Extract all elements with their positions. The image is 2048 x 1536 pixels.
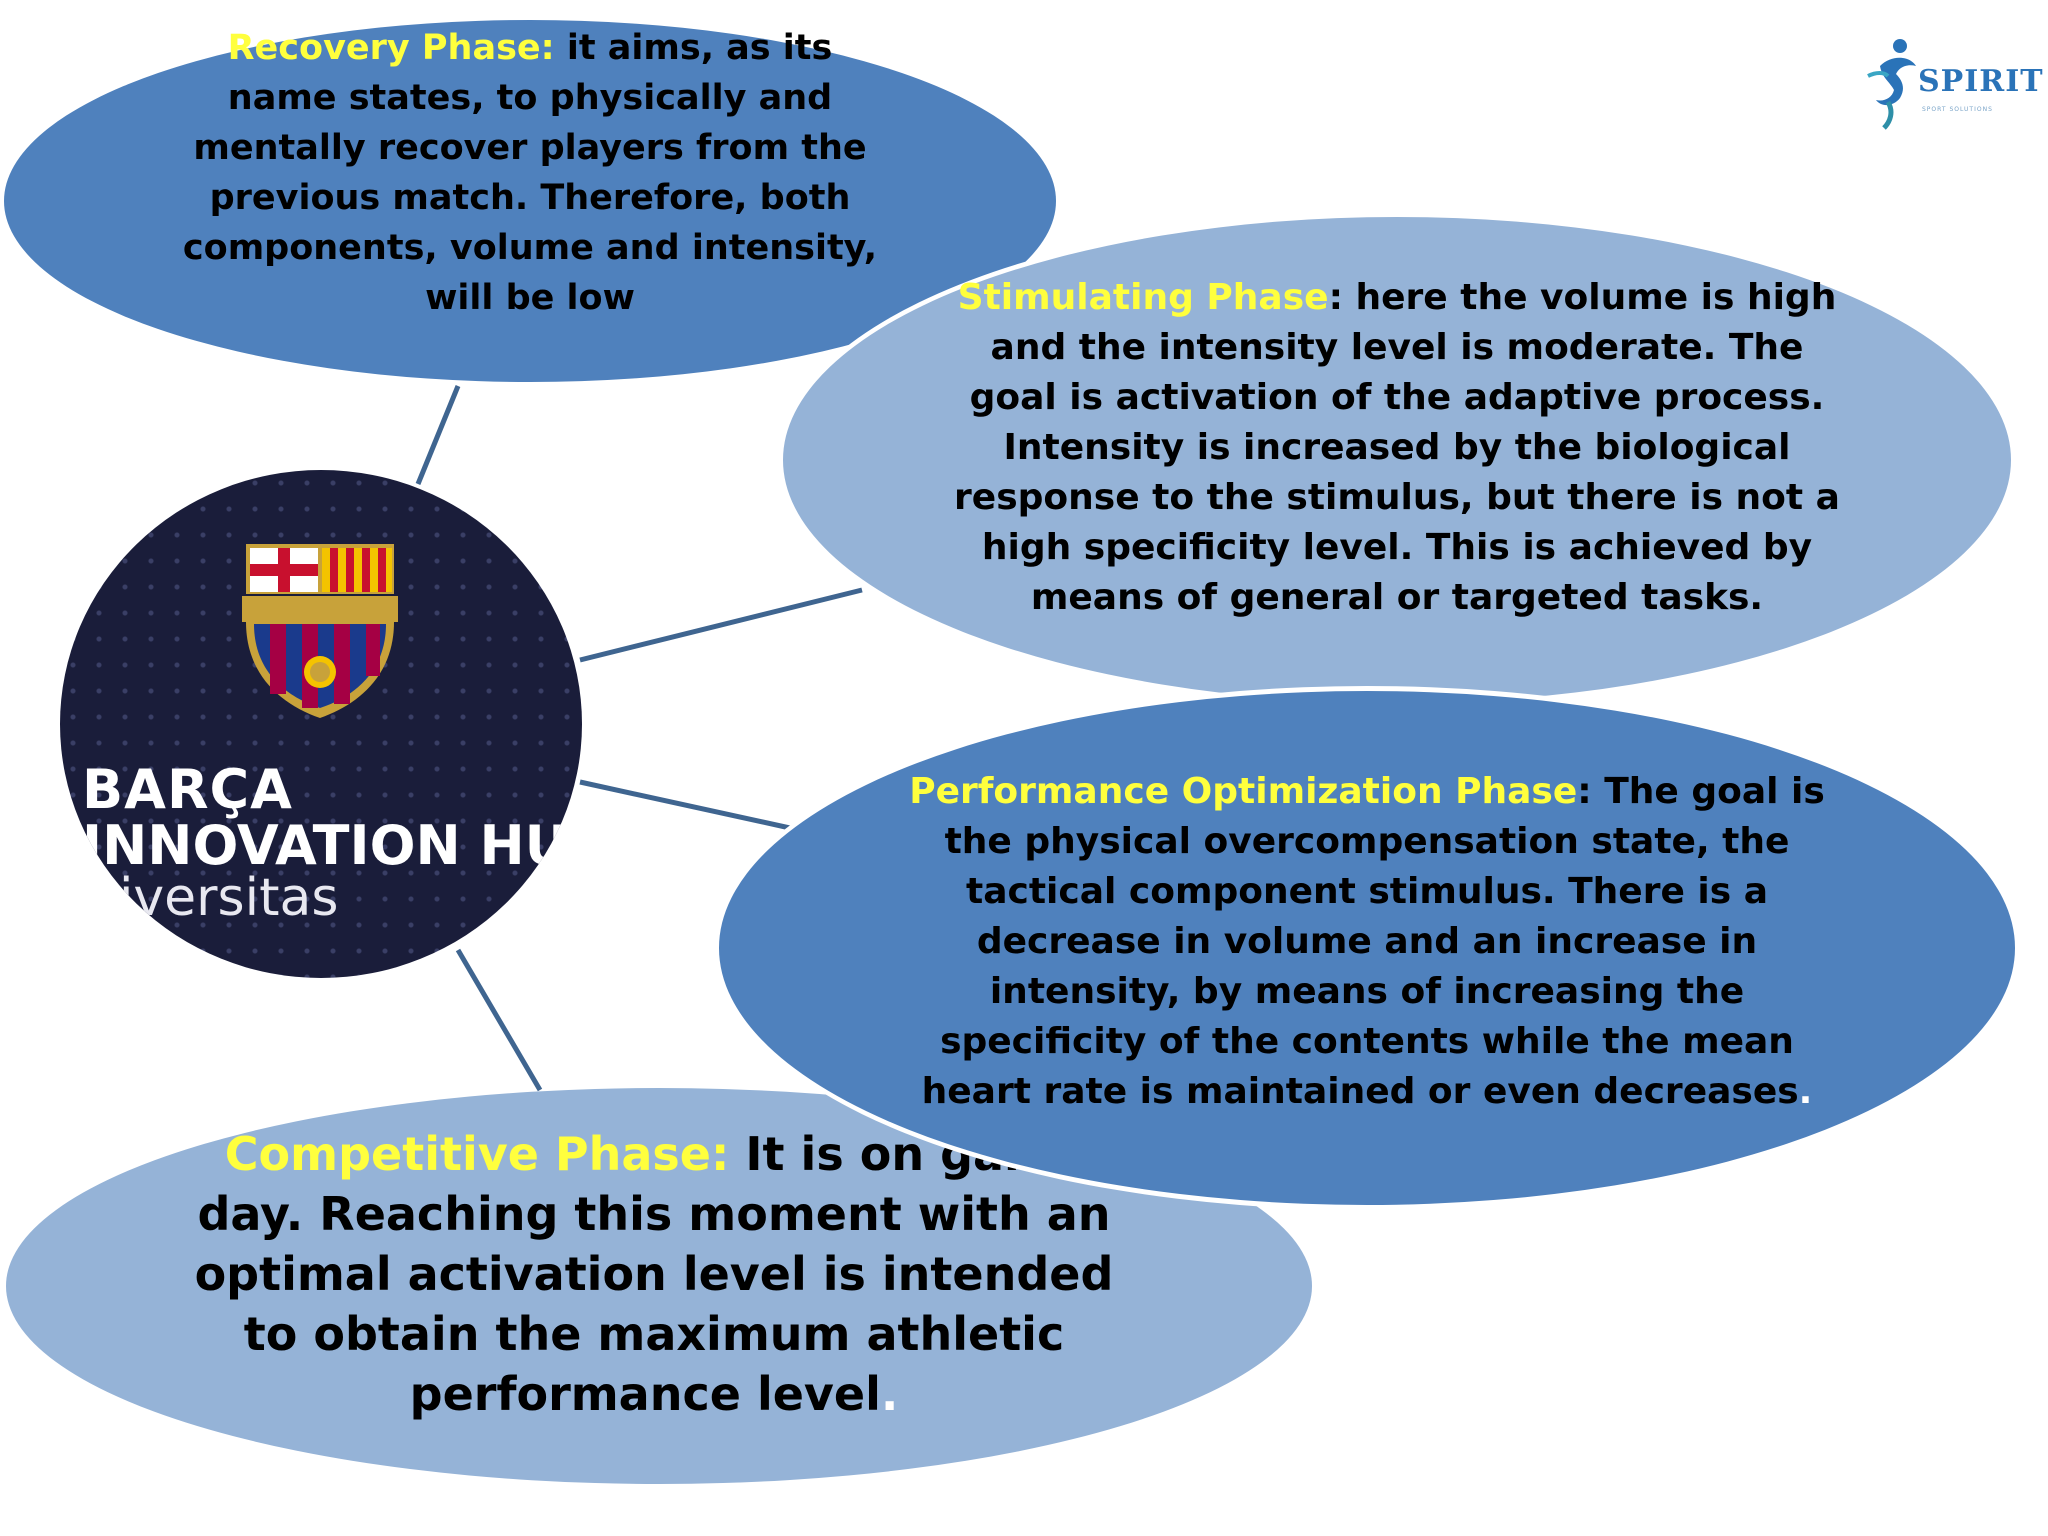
recovery-phase-title: Recovery Phase: xyxy=(227,28,555,68)
performance-phase-text: Performance Optimization Phase: The goal… xyxy=(902,767,1832,1117)
connector-performance xyxy=(579,779,791,831)
hub-name-line1: BARÇA xyxy=(82,758,293,821)
competitive-phase-title: Competitive Phase xyxy=(224,1127,712,1181)
recovery-phase-ellipse: Recovery Phase: it aims, as its name sta… xyxy=(4,20,1056,382)
brand-name: SPIRIT xyxy=(1918,64,2044,99)
connector-stimulating xyxy=(579,587,863,663)
competitive-phase-text: Competitive Phase: It is on game day. Re… xyxy=(174,1124,1134,1424)
stimulating-phase-body: : here the volume is high and the intens… xyxy=(954,277,1840,618)
hub-name-line3: niversitas xyxy=(86,868,339,928)
hub-name-line2: INNOVATION HUB xyxy=(82,814,582,877)
stimulating-phase-ellipse: Stimulating Phase: here the volume is hi… xyxy=(778,212,2016,708)
connector-recovery xyxy=(415,385,461,485)
recovery-phase-body: it aims, as its name states, to physical… xyxy=(182,28,878,318)
performance-phase-title: Performance Optimization Phase xyxy=(909,771,1578,812)
recovery-phase-text: Recovery Phase: it aims, as its name sta… xyxy=(170,23,890,323)
connector-competitive xyxy=(455,948,543,1092)
performance-phase-ellipse: Performance Optimization Phase: The goal… xyxy=(714,686,2020,1210)
stimulating-phase-text: Stimulating Phase: here the volume is hi… xyxy=(947,273,1847,623)
performance-phase-body: : The goal is the physical overcompensat… xyxy=(921,771,1825,1112)
brand-tagline: SPORT SOLUTIONS xyxy=(1922,106,1993,113)
performance-phase-end: . xyxy=(1798,1071,1813,1112)
fcb-crest-icon xyxy=(242,544,398,718)
stimulating-phase-title: Stimulating Phase xyxy=(957,277,1329,318)
competitive-phase-colon: : xyxy=(711,1127,730,1181)
spirit-logo: SPIRIT SPORT SOLUTIONS xyxy=(1866,36,2043,132)
barca-innovation-hub-logo: BARÇA INNOVATION HUB niversitas xyxy=(60,470,582,978)
competitive-phase-end: . xyxy=(880,1367,899,1421)
athlete-figure-icon xyxy=(1867,39,1916,130)
